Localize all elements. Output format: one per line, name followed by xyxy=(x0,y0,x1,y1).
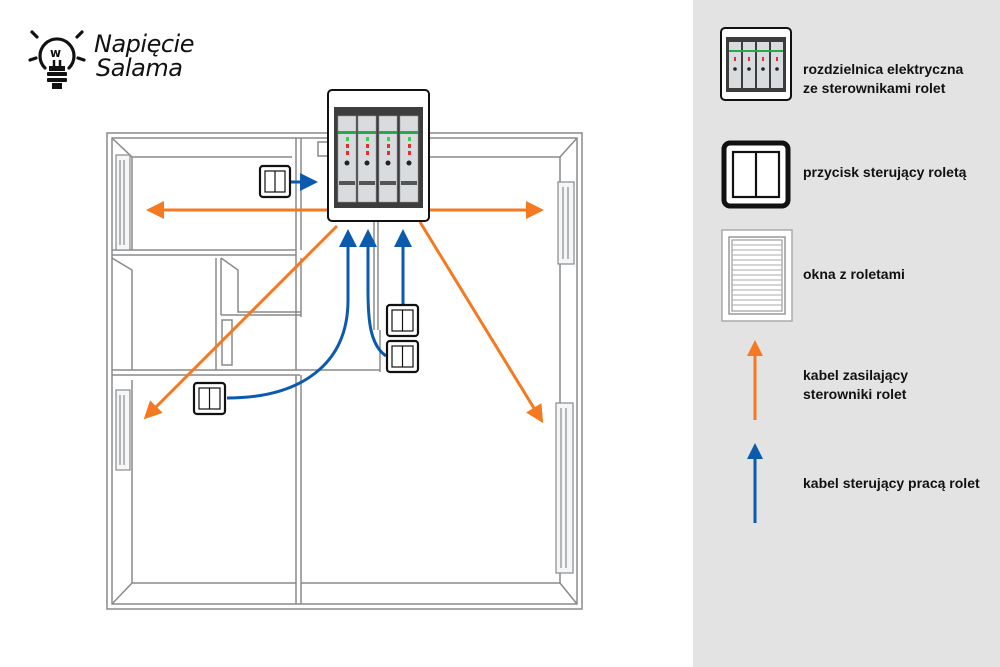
orange-arrow-icon xyxy=(747,340,763,420)
logo: w Napięcie Salama xyxy=(28,26,218,96)
logo-line-1: Napięcie xyxy=(94,30,194,58)
legend-label-switch: przycisk sterujący roletą xyxy=(803,164,967,180)
blue-arrow-icon xyxy=(747,443,763,523)
legend-panel: rozdzielnica elektryczna ze sterownikami… xyxy=(693,0,1000,667)
window-blind-icon xyxy=(115,389,131,471)
floor-plan xyxy=(106,89,583,610)
switches xyxy=(192,164,420,416)
distribution-box-icon xyxy=(720,27,792,101)
power-cable-right-bottom xyxy=(418,221,544,424)
window-blind-icon xyxy=(557,181,575,265)
switch-icon xyxy=(385,339,420,374)
svg-text:w: w xyxy=(50,46,61,60)
logo-line-2: Salama xyxy=(96,54,183,82)
power-cables xyxy=(143,201,544,424)
legend-label-control-cable: kabel sterujący pracą rolet xyxy=(803,475,980,491)
legend-label-power-cable: kabel zasilający sterowniki rolet xyxy=(803,367,909,402)
switch-icon xyxy=(192,381,227,416)
window-blind-icon xyxy=(721,229,793,322)
window-blind-icon xyxy=(555,402,574,574)
switch-icon xyxy=(721,140,791,209)
power-cable-left-bottom xyxy=(143,224,339,420)
control-cables xyxy=(226,173,412,400)
legend-label-window: okna z roletami xyxy=(803,266,905,282)
window-blind-icon xyxy=(115,154,131,251)
legend-label-distribution-box: rozdzielnica elektryczna ze sterownikami… xyxy=(803,61,964,96)
windows xyxy=(115,154,575,574)
logo-text: Napięcie Salama xyxy=(94,32,194,80)
distribution-box-icon xyxy=(327,89,430,222)
switch-icon xyxy=(258,164,292,199)
control-cable-2 xyxy=(226,229,357,400)
lightbulb-icon: w xyxy=(28,30,86,89)
switch-icon xyxy=(385,303,420,338)
control-cable-3 xyxy=(359,229,387,358)
